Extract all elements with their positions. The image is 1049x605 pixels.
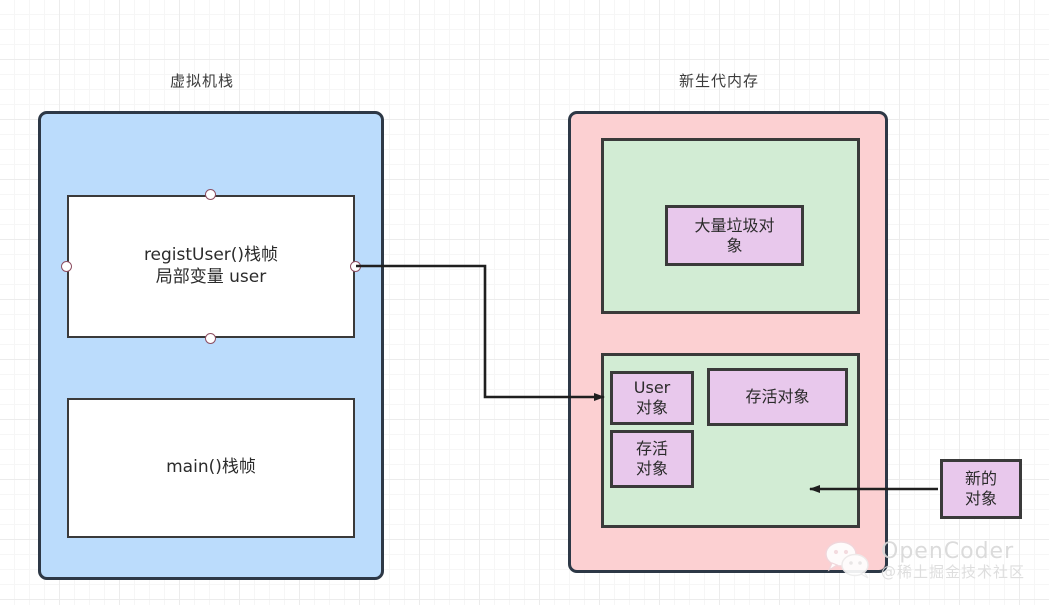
- regist-user-frame-line2: 局部变量 user: [155, 266, 267, 287]
- new-object-box[interactable]: 新的 对象: [940, 459, 1022, 519]
- main-stack-frame[interactable]: main()栈帧: [67, 398, 355, 538]
- user-object-line2: 对象: [635, 398, 668, 417]
- surviving-object-box-left[interactable]: 存活 对象: [610, 430, 694, 488]
- new-object-line2: 对象: [964, 489, 997, 508]
- stack-title: 虚拟机栈: [170, 72, 235, 90]
- new-object-line1: 新的: [964, 469, 997, 488]
- surviving-object-right-label: 存活对象: [745, 387, 810, 406]
- connector-frame-to-user-object: [356, 264, 605, 401]
- regist-user-stack-frame[interactable]: registUser()栈帧 局部变量 user: [67, 195, 355, 338]
- garbage-objects-box[interactable]: 大量垃圾对 象: [665, 205, 804, 266]
- anchor-handle-left[interactable]: [61, 261, 72, 272]
- watermark: OpenCoder @稀土掘金技术社区: [822, 539, 1025, 582]
- wechat-icon: [825, 541, 869, 579]
- regist-user-frame-line1: registUser()栈帧: [143, 245, 279, 266]
- anchor-handle-top[interactable]: [205, 189, 216, 200]
- watermark-subtitle: @稀土掘金技术社区: [881, 563, 1026, 582]
- anchor-handle-bottom[interactable]: [205, 333, 216, 344]
- anchor-handle-right[interactable]: [350, 261, 361, 272]
- garbage-objects-line2: 象: [726, 235, 743, 255]
- watermark-brand: OpenCoder: [881, 539, 1015, 564]
- surviving-object-left-line2: 对象: [635, 459, 668, 478]
- heap-title: 新生代内存: [679, 72, 760, 90]
- user-object-line1: User: [633, 378, 671, 397]
- garbage-objects-line1: 大量垃圾对: [694, 215, 775, 235]
- surviving-object-box-right[interactable]: 存活对象: [707, 368, 848, 426]
- main-frame-label: main()栈帧: [166, 457, 256, 478]
- surviving-object-left-line1: 存活: [635, 439, 668, 458]
- user-object-box[interactable]: User 对象: [610, 371, 694, 425]
